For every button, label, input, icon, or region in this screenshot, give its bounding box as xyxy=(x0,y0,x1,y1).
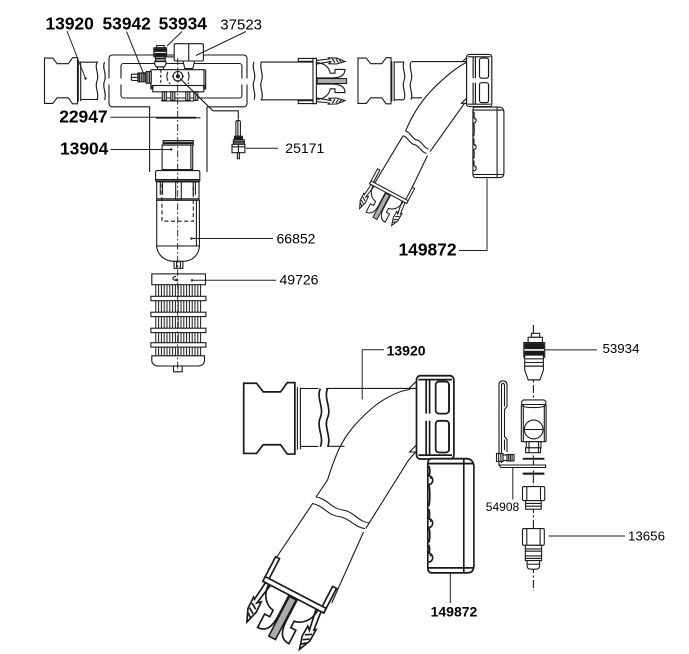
svg-text:54908: 54908 xyxy=(486,500,520,514)
svg-text:13920: 13920 xyxy=(387,343,426,359)
svg-text:149872: 149872 xyxy=(399,240,457,260)
svg-text:13656: 13656 xyxy=(628,528,665,543)
svg-text:149872: 149872 xyxy=(431,604,478,620)
svg-text:53934: 53934 xyxy=(603,341,640,356)
svg-text:49726: 49726 xyxy=(280,272,319,288)
svg-text:53934: 53934 xyxy=(159,14,208,34)
svg-text:66852: 66852 xyxy=(277,231,316,247)
svg-text:13904: 13904 xyxy=(60,138,109,158)
svg-text:22947: 22947 xyxy=(59,106,107,126)
svg-text:37523: 37523 xyxy=(220,16,262,33)
svg-text:25171: 25171 xyxy=(285,140,324,156)
svg-text:13920: 13920 xyxy=(46,14,94,34)
svg-text:53942: 53942 xyxy=(103,14,151,34)
